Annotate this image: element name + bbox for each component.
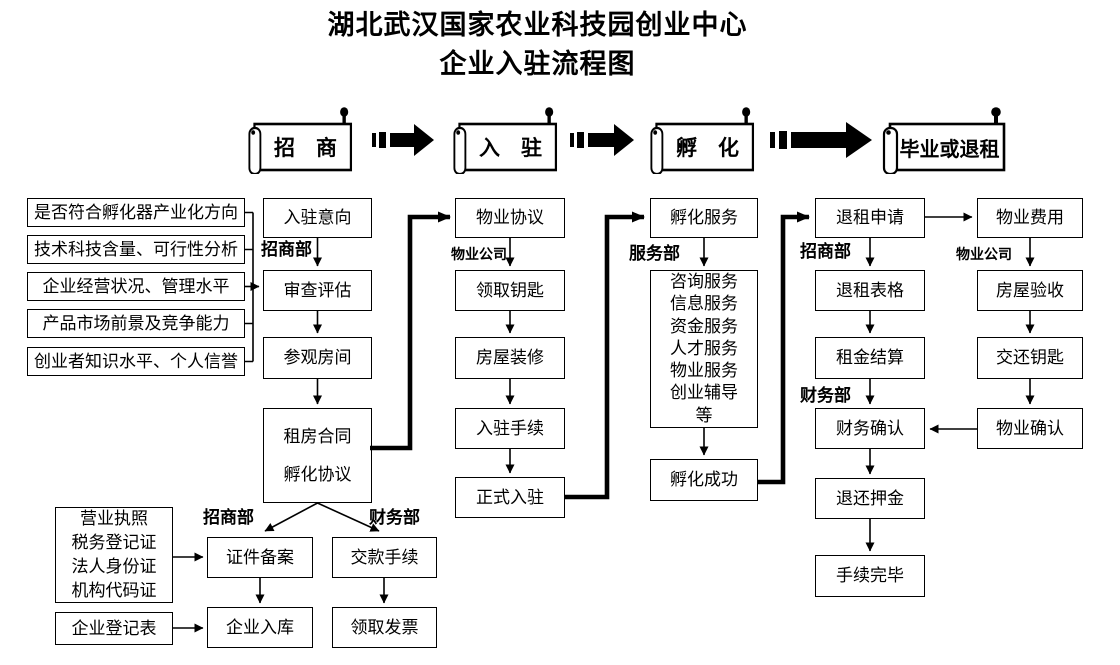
label-dept-zhaoshangbu-col5: 招商部 — [800, 242, 851, 261]
node-property-fee: 物业费用 — [977, 198, 1083, 238]
label-dept-zhaoshangbu-lower: 招商部 — [203, 508, 254, 527]
node-entry-intent: 入驻意向 — [263, 198, 372, 238]
node-incubation-service: 孵化服务 — [650, 198, 758, 238]
node-house-inspection: 房屋验收 — [977, 270, 1083, 311]
label-dept-caiwubu-col5: 财务部 — [800, 386, 851, 405]
node-lease-contract: 租房合同 孵化协议 — [263, 408, 372, 503]
document-item: 营业执照 — [80, 509, 148, 528]
banner-zhaoshang: 招 商 — [246, 104, 356, 174]
criteria-bracket — [245, 211, 254, 363]
banner-label: 招 商 — [274, 137, 337, 160]
service-item: 物业服务 — [670, 361, 738, 381]
service-item: 信息服务 — [670, 294, 738, 314]
title-line2: 企业入驻流程图 — [439, 49, 636, 79]
node-registration-form: 企业登记表 — [55, 612, 173, 645]
service-item: 人才服务 — [670, 338, 738, 358]
node-get-invoice: 领取发票 — [332, 607, 437, 648]
node-return-keys: 交还钥匙 — [977, 337, 1083, 379]
node-entry-procedure: 入驻手续 — [455, 408, 565, 449]
document-item: 机构代码证 — [71, 581, 157, 600]
banner-label: 孵 化 — [676, 137, 739, 160]
node-review: 审查评估 — [263, 270, 372, 311]
node-official-entry: 正式入驻 — [455, 477, 565, 518]
block-arrow-icon — [372, 124, 434, 156]
lease-line2: 孵化协议 — [283, 464, 352, 484]
document-item: 税务登记证 — [71, 533, 157, 552]
node-documents-list: 营业执照 税务登记证 法人身份证 机构代码证 — [55, 507, 173, 603]
label-dept-fuwubu-col4: 服务部 — [629, 244, 680, 263]
node-company-entry-db: 企业入库 — [207, 607, 313, 648]
service-item: 创业辅导 — [670, 383, 738, 403]
node-payment-procedure: 交款手续 — [332, 537, 437, 578]
label-dept-caiwubu-lower: 财务部 — [369, 508, 420, 527]
banner-biye-tuizu: 毕业或退租 — [880, 104, 1010, 174]
service-item: 资金服务 — [670, 316, 738, 336]
node-criteria-market: 产品市场前景及竞争能力 — [27, 309, 245, 338]
banner-label: 入 驻 — [479, 137, 542, 160]
label-dept-wuyegongsi-col6: 物业公司 — [956, 246, 1012, 262]
page-title: 湖北武汉国家农业科技园创业中心 企业入驻流程图 — [0, 6, 1075, 84]
label-dept-wuyegongsi-col3: 物业公司 — [451, 246, 507, 262]
document-item: 法人身份证 — [71, 557, 157, 576]
node-criteria-operation: 企业经营状况、管理水平 — [27, 272, 245, 301]
node-criteria-founder: 创业者知识水平、个人信誉 — [27, 347, 245, 376]
node-get-keys: 领取钥匙 — [455, 270, 565, 311]
node-procedure-complete: 手续完毕 — [815, 555, 925, 597]
lease-line1: 租房合同 — [283, 426, 352, 446]
node-rent-settlement: 租金结算 — [815, 337, 925, 379]
banner-label: 毕业或退租 — [899, 138, 1000, 161]
block-arrow-icon — [770, 122, 872, 158]
node-refund-request: 退租申请 — [815, 198, 925, 238]
node-criteria-direction: 是否符合孵化器产业化方向 — [27, 198, 245, 227]
banner-ruzhu: 入 驻 — [451, 104, 561, 174]
block-arrow-icon — [570, 124, 634, 156]
title-line1: 湖北武汉国家农业科技园创业中心 — [327, 10, 748, 40]
node-criteria-tech: 技术科技含量、可行性分析 — [27, 235, 245, 264]
diagonal-arrow — [264, 502, 318, 532]
node-deposit-return: 退还押金 — [815, 478, 925, 519]
node-property-confirm: 物业确认 — [977, 408, 1083, 449]
banner-fuhua: 孵 化 — [648, 104, 758, 174]
node-property-agreement: 物业协议 — [455, 198, 565, 238]
node-renovation: 房屋装修 — [455, 337, 565, 379]
label-dept-zhaoshangbu-col2: 招商部 — [261, 240, 312, 259]
node-cert-filing: 证件备案 — [207, 537, 313, 578]
node-incubation-success: 孵化成功 — [650, 459, 758, 501]
node-services-list: 咨询服务 信息服务 资金服务 人才服务 物业服务 创业辅导 等 — [650, 270, 758, 428]
thick-elbow-connector — [370, 211, 451, 451]
service-item: 咨询服务 — [670, 271, 738, 291]
node-refund-form: 退租表格 — [815, 270, 925, 311]
node-visit-room: 参观房间 — [263, 337, 372, 379]
node-finance-confirm: 财务确认 — [815, 408, 925, 449]
service-item: 等 — [695, 405, 713, 425]
